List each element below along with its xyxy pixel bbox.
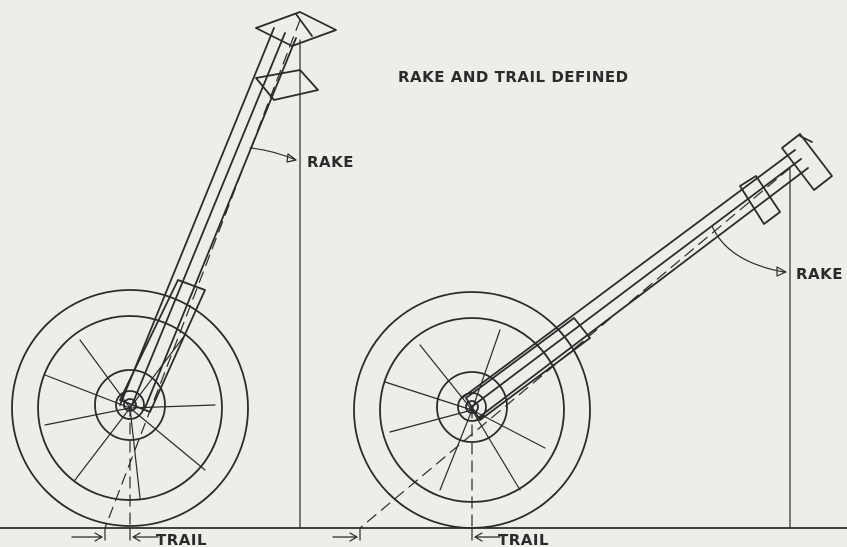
left-rake-arc [249,147,297,161]
left-fork-tubes [119,27,297,409]
left-lower-clamp [255,69,319,101]
right-lower-clamp [739,175,781,225]
right-trail-label: TRAIL [498,531,549,547]
left-top-clamp [255,11,337,47]
left-tire-outer [11,289,249,527]
left-hub-inner [115,390,145,420]
left-hub-outer [94,369,166,441]
right-stem [799,135,813,143]
right-trail-arrow-left [332,532,358,542]
right-steering-axis [359,167,791,529]
right-rake-arc [711,225,785,273]
right-fork-assembly: RAKE TRAIL [332,133,843,547]
right-trail-arrow-right [474,532,501,542]
diagram-title: RAKE AND TRAIL DEFINED [398,68,629,86]
right-rake-arrowhead [776,266,787,277]
right-fork-tubes [461,149,809,419]
left-rake-label: RAKE [307,153,354,171]
right-hub-outer [436,371,508,443]
left-stem [295,13,313,37]
right-top-clamp [781,133,833,191]
right-rake-label: RAKE [796,265,843,283]
left-trail-arrow-left [71,532,103,542]
right-fork-slider [465,317,591,421]
left-trail-label: TRAIL [156,531,207,547]
left-fork-assembly: RAKE TRAIL [11,11,354,547]
left-steering-axis [104,19,301,529]
left-rake-arrowhead [286,153,297,163]
left-trail-arrow-right [132,532,159,542]
left-fork-slider [119,279,206,413]
